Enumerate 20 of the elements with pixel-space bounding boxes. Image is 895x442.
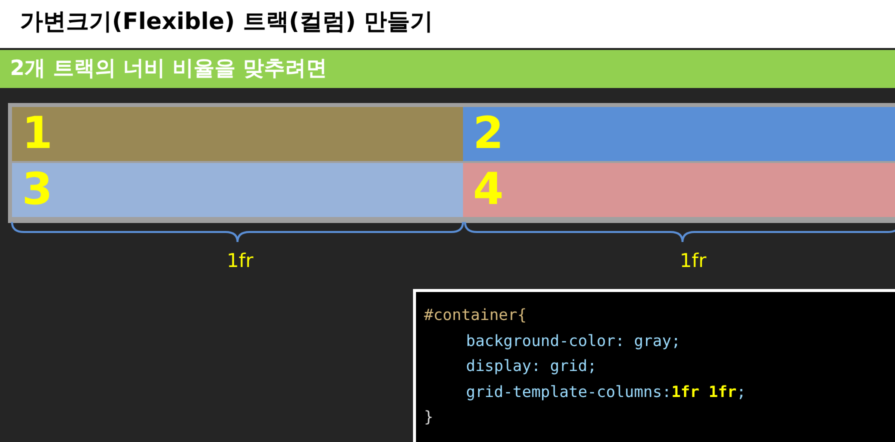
code-line: display: grid;	[466, 357, 597, 375]
cell-number: 2	[473, 107, 504, 161]
code-line: }	[424, 408, 434, 426]
grid-cell	[12, 107, 463, 161]
code-line: grid-template-columns:1fr 1fr;	[466, 382, 746, 400]
cell-number: 1	[22, 107, 53, 161]
grid-cell	[463, 163, 895, 217]
code-line: background-color: gray;	[466, 332, 681, 350]
cell-number: 4	[473, 163, 504, 217]
cell-number: 3	[22, 163, 53, 217]
title: 가변크기(Flexible) 트랙(컬럼) 만들기	[20, 8, 433, 37]
grid-cell	[12, 163, 463, 217]
code-line: #container{	[424, 306, 527, 324]
subtitle: 2개 트랙의 너비 비율을 맞추려면	[10, 55, 327, 82]
grid-cell	[463, 107, 895, 161]
code-box	[413, 289, 895, 442]
width-label: 1fr	[678, 250, 708, 272]
grid-container	[8, 103, 895, 223]
width-label: 1fr	[226, 250, 254, 272]
subtitle-band	[0, 50, 895, 88]
